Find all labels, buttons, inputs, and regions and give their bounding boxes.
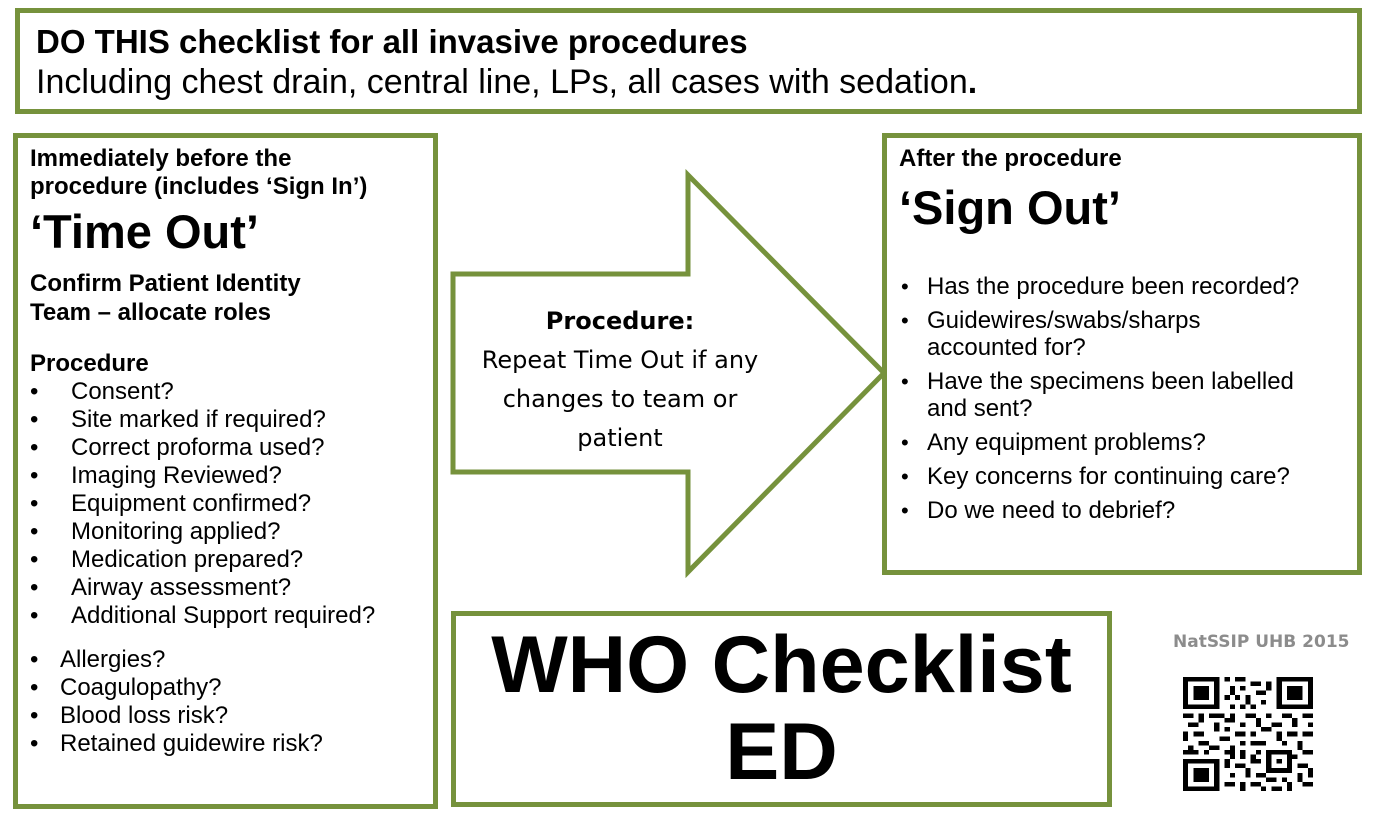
list-item: Guidewires/swabs/sharps accounted for? <box>899 307 1237 361</box>
confirm-text: Confirm Patient Identity Team – allocate… <box>30 270 301 326</box>
list-item: Additional Support required? <box>30 602 421 630</box>
time-out-heading: Immediately before the procedure (includ… <box>30 145 368 200</box>
sign-out-panel: After the procedure ‘Sign Out’ Has the p… <box>882 133 1362 575</box>
list-item: Any equipment problems? <box>899 429 1345 456</box>
list-item: Site marked if required? <box>30 406 421 434</box>
list-item: Correct proforma used? <box>30 434 421 462</box>
who-subtitle: ED <box>725 707 838 797</box>
list-item: Medication prepared? <box>30 546 421 574</box>
sign-out-heading: After the procedure <box>899 145 1122 172</box>
procedure-section-heading: Procedure <box>30 350 149 377</box>
list-item: Monitoring applied? <box>30 518 421 546</box>
procedure-checklist: Consent? Site marked if required? Correc… <box>30 378 421 630</box>
list-item: Imaging Reviewed? <box>30 462 421 490</box>
list-item: Retained guidewire risk? <box>30 730 421 758</box>
who-checklist-box: WHO Checklist ED <box>451 611 1112 807</box>
time-out-title: ‘Time Out’ <box>30 205 259 258</box>
list-item: Consent? <box>30 378 421 406</box>
list-item: Coagulopathy? <box>30 674 421 702</box>
sign-out-title: ‘Sign Out’ <box>899 181 1121 234</box>
list-item: Key concerns for continuing care? <box>899 463 1345 490</box>
banner-subtitle: Including chest drain, central line, LPs… <box>36 63 978 101</box>
risk-checklist: Allergies? Coagulopathy? Blood loss risk… <box>30 646 421 758</box>
list-item: Has the procedure been recorded? <box>899 273 1345 300</box>
list-item: Equipment confirmed? <box>30 490 421 518</box>
qr-code-icon <box>1183 677 1313 791</box>
list-item: Blood loss risk? <box>30 702 421 730</box>
time-out-panel: Immediately before the procedure (includ… <box>13 133 438 809</box>
list-item: Allergies? <box>30 646 421 674</box>
banner-title: DO THIS checklist for all invasive proce… <box>36 23 748 60</box>
procedure-arrow <box>450 169 888 579</box>
procedure-arrow-text: Procedure: Repeat Time Out if any change… <box>481 307 759 452</box>
sign-out-checklist: Has the procedure been recorded? Guidewi… <box>899 273 1345 524</box>
list-item: Have the specimens been labelled and sen… <box>899 368 1337 422</box>
list-item: Airway assessment? <box>30 574 421 602</box>
who-title: WHO Checklist <box>491 620 1072 710</box>
credit-text: NatSSIP UHB 2015 <box>1173 632 1350 652</box>
top-banner: DO THIS checklist for all invasive proce… <box>15 8 1362 114</box>
list-item: Do we need to debrief? <box>899 497 1345 524</box>
